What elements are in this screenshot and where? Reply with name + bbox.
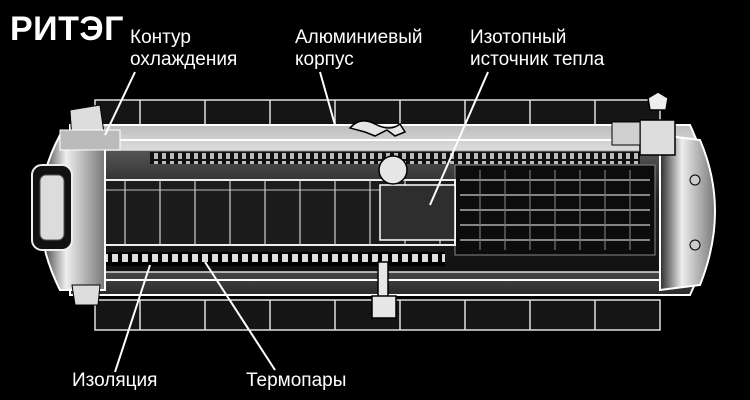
leader-cooling [104,71,136,136]
label-cooling-line2: охлаждения [130,49,238,70]
label-cooling-circuit: Контур охлаждения [130,27,237,71]
leader-source [429,71,489,206]
cooling-fins-top [94,99,661,129]
label-aluminum-housing: Алюминиевый корпус [295,27,423,71]
diagram-title: РИТЭГ [10,10,124,48]
label-thermocouples: Термопары [246,370,347,391]
right-end-cap [611,91,716,292]
label-cooling-line1: Контур [130,27,191,48]
label-source-line2: источник тепла [470,49,605,70]
leader-insulation [114,264,151,373]
label-source-line1: Изотопный [470,27,567,48]
label-isotope-source: Изотопный источник тепла [470,27,604,71]
isotope-heat-source [89,179,456,246]
label-housing-line2: корпус [295,49,354,70]
support-bracket [348,120,408,319]
leader-thermocouples [204,261,276,371]
leader-housing [319,71,336,126]
label-housing-line1: Алюминиевый [295,27,423,48]
leader-lines [104,71,489,373]
label-insulation: Изоляция [72,370,158,391]
left-end-cap [31,104,121,306]
